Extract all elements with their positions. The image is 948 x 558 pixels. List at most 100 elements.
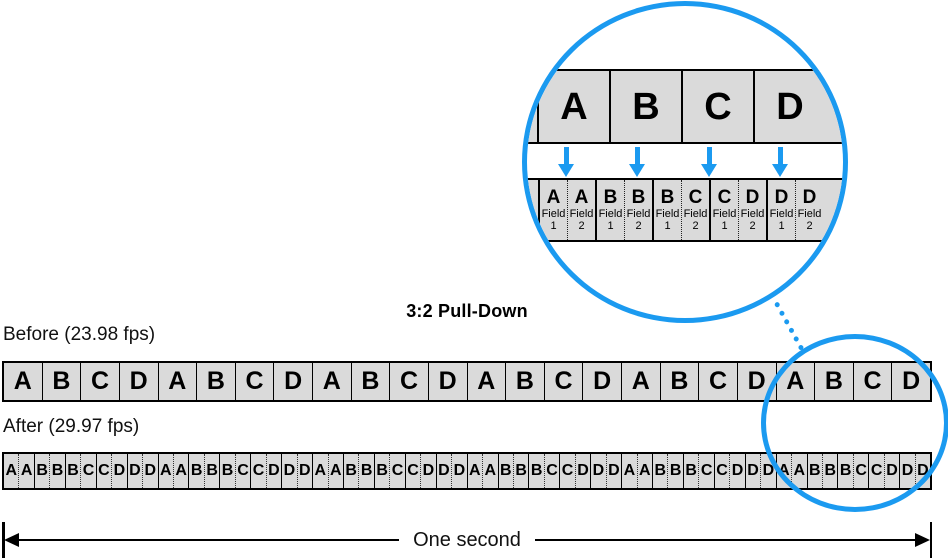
field-letter: B bbox=[360, 462, 373, 479]
field-label: Field bbox=[683, 208, 708, 220]
field-letter: C bbox=[237, 462, 249, 479]
frame-letter: D bbox=[593, 367, 612, 395]
after-label: After (29.97 fps) bbox=[3, 416, 140, 437]
highlight-circle bbox=[761, 334, 948, 512]
field-letter: C bbox=[98, 462, 110, 479]
partial-field-cell bbox=[527, 178, 538, 242]
field-letter: C bbox=[546, 462, 558, 479]
field-letter: A bbox=[329, 462, 342, 479]
field-letter: B bbox=[685, 462, 697, 479]
frame-letter: B bbox=[361, 367, 380, 395]
frame-letter: C bbox=[704, 85, 732, 128]
field-letter: C bbox=[700, 462, 713, 479]
field-cell: B bbox=[35, 454, 49, 488]
field-letter: D bbox=[299, 462, 311, 479]
frame-letter: A bbox=[477, 367, 496, 395]
frame-letter: C bbox=[400, 367, 419, 395]
field-cell: C bbox=[97, 454, 111, 488]
frame-cell: A bbox=[4, 363, 42, 400]
field-cell: B bbox=[684, 454, 698, 488]
frame-cell: A bbox=[621, 363, 660, 400]
field-label: Field bbox=[541, 208, 566, 220]
frame-cell: B bbox=[196, 363, 235, 400]
frame-letter: B bbox=[52, 367, 71, 395]
field-letter: B bbox=[603, 187, 618, 208]
frame-letter: D bbox=[776, 85, 804, 128]
field-letter: A bbox=[5, 462, 17, 479]
field-number: 1 bbox=[664, 220, 671, 232]
field-letter: D bbox=[453, 462, 466, 479]
field-letter: D bbox=[762, 462, 775, 479]
field-letter: B bbox=[51, 462, 64, 479]
field-letter: B bbox=[654, 462, 667, 479]
frame-cell: C bbox=[389, 363, 428, 400]
field-number: 1 bbox=[778, 220, 785, 232]
frame-letter: C bbox=[709, 367, 728, 395]
frame-letter: B bbox=[206, 367, 225, 395]
magnifier-frame-cell: C bbox=[681, 69, 753, 144]
field-cell: D bbox=[437, 454, 451, 488]
frame-letter: A bbox=[168, 367, 187, 395]
partial-frame-cell bbox=[825, 69, 843, 144]
field-letter: D bbox=[774, 187, 789, 208]
magnifier-frame-cell: B bbox=[609, 69, 681, 144]
field-letter: B bbox=[530, 462, 543, 479]
field-letter: A bbox=[469, 462, 481, 479]
field-cell: C bbox=[698, 454, 713, 488]
field-cell: A bbox=[622, 454, 636, 488]
field-letter: A bbox=[639, 462, 651, 479]
frame-cell: D bbox=[273, 363, 312, 400]
field-letter: D bbox=[144, 462, 157, 479]
frame-letter: D bbox=[747, 367, 766, 395]
frame-cell: D bbox=[582, 363, 621, 400]
field-cell: A bbox=[159, 454, 173, 488]
one-second-arrow: One second bbox=[2, 522, 932, 558]
field-cell: D bbox=[729, 454, 744, 488]
frame-cell: A bbox=[157, 363, 197, 400]
field-number: 2 bbox=[749, 220, 756, 232]
field-cell: B bbox=[667, 454, 682, 488]
field-cell: C bbox=[80, 454, 95, 488]
frame-letter: A bbox=[13, 367, 32, 395]
field-cell: D bbox=[591, 454, 605, 488]
field-cell: D bbox=[420, 454, 435, 488]
magnifier-frame-cell: A bbox=[537, 69, 609, 144]
frame-cell: C bbox=[543, 363, 583, 400]
one-second-label: One second bbox=[413, 528, 521, 551]
right-end-tick bbox=[929, 522, 932, 558]
field-letter: B bbox=[345, 462, 357, 479]
field-label: Field bbox=[626, 208, 651, 220]
field-letter: B bbox=[206, 462, 218, 479]
magnifier-frame-cell: D bbox=[753, 69, 825, 144]
field-letter: B bbox=[36, 462, 48, 479]
field-cell: B bbox=[203, 454, 219, 488]
field-cell: A bbox=[468, 454, 482, 488]
field-letter: B bbox=[376, 462, 388, 479]
frame-letter: D bbox=[438, 367, 457, 395]
field-letter: D bbox=[731, 462, 744, 479]
field-letter: D bbox=[283, 462, 296, 479]
left-end-tick bbox=[2, 522, 5, 558]
frame-cell: C bbox=[698, 363, 737, 400]
right-arrowhead-icon bbox=[915, 533, 931, 547]
field-cell: C bbox=[543, 454, 559, 488]
field-cell: D bbox=[760, 454, 775, 488]
field-cell: A bbox=[327, 454, 343, 488]
